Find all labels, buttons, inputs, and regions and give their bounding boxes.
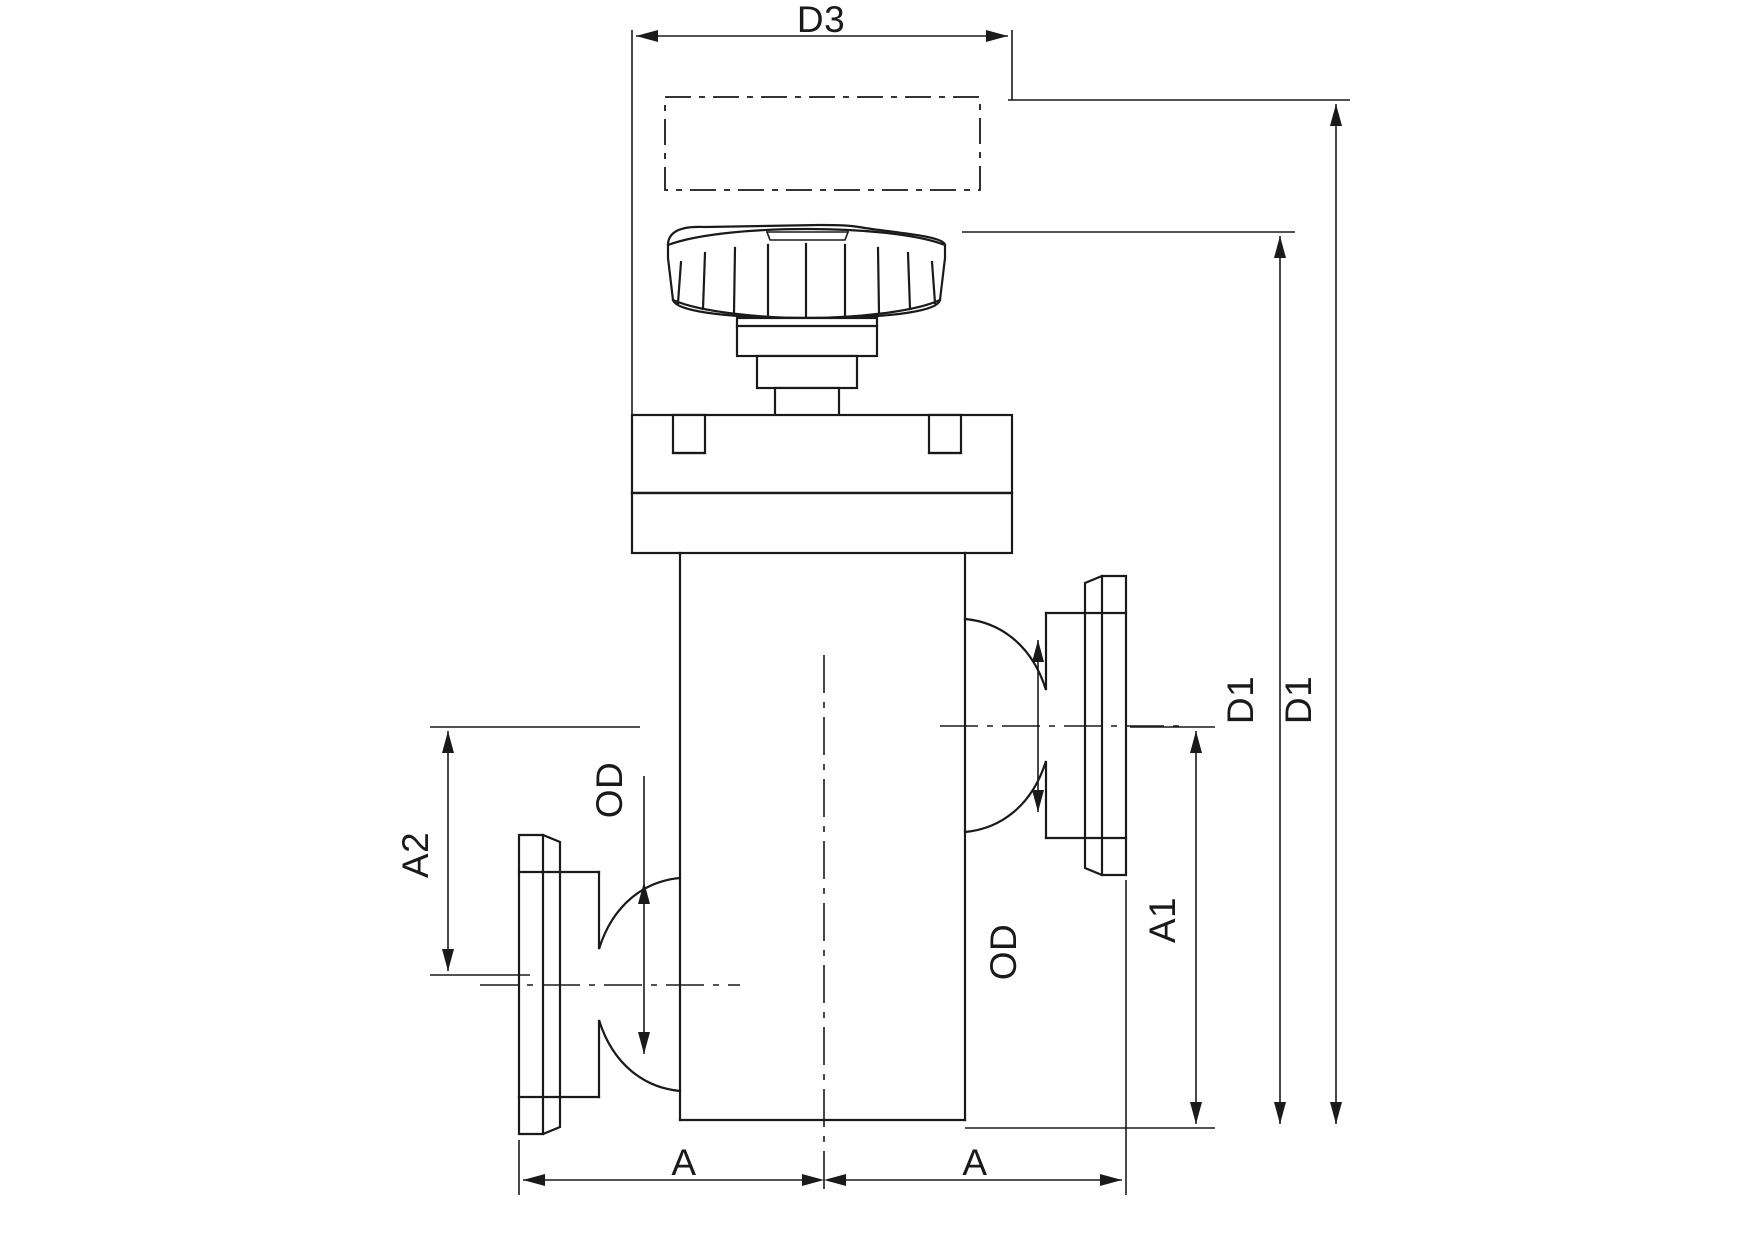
label-a2: A2: [395, 832, 436, 878]
label-d1-outer: D1: [1278, 676, 1319, 724]
dimension-od-right: [1032, 640, 1044, 812]
dimension-a-bottom: [518, 880, 1127, 1195]
bonnet-flange: [630, 413, 1014, 555]
label-a-left: A: [671, 1142, 696, 1183]
dimension-a1: [965, 726, 1215, 1129]
dimension-d1-outer: [1008, 99, 1350, 1124]
label-od-right: OD: [983, 924, 1024, 981]
right-port: [940, 574, 1180, 877]
label-a1: A1: [1142, 897, 1183, 943]
dimension-od-left: [638, 776, 650, 1054]
label-od-left: OD: [589, 762, 630, 819]
handwheel: [666, 223, 947, 320]
valve-stem: [735, 316, 879, 420]
handle-envelope-hidden-outline: [664, 96, 981, 191]
label-d1-inner: D1: [1220, 676, 1261, 724]
label-d3: D3: [797, 0, 845, 40]
dimension-d1-inner: [962, 231, 1295, 1124]
label-a-right: A: [962, 1142, 987, 1183]
left-port: [480, 833, 740, 1136]
dimension-a2: [430, 726, 640, 976]
dimension-d3: [631, 30, 1013, 415]
valve-body: [678, 551, 967, 1122]
